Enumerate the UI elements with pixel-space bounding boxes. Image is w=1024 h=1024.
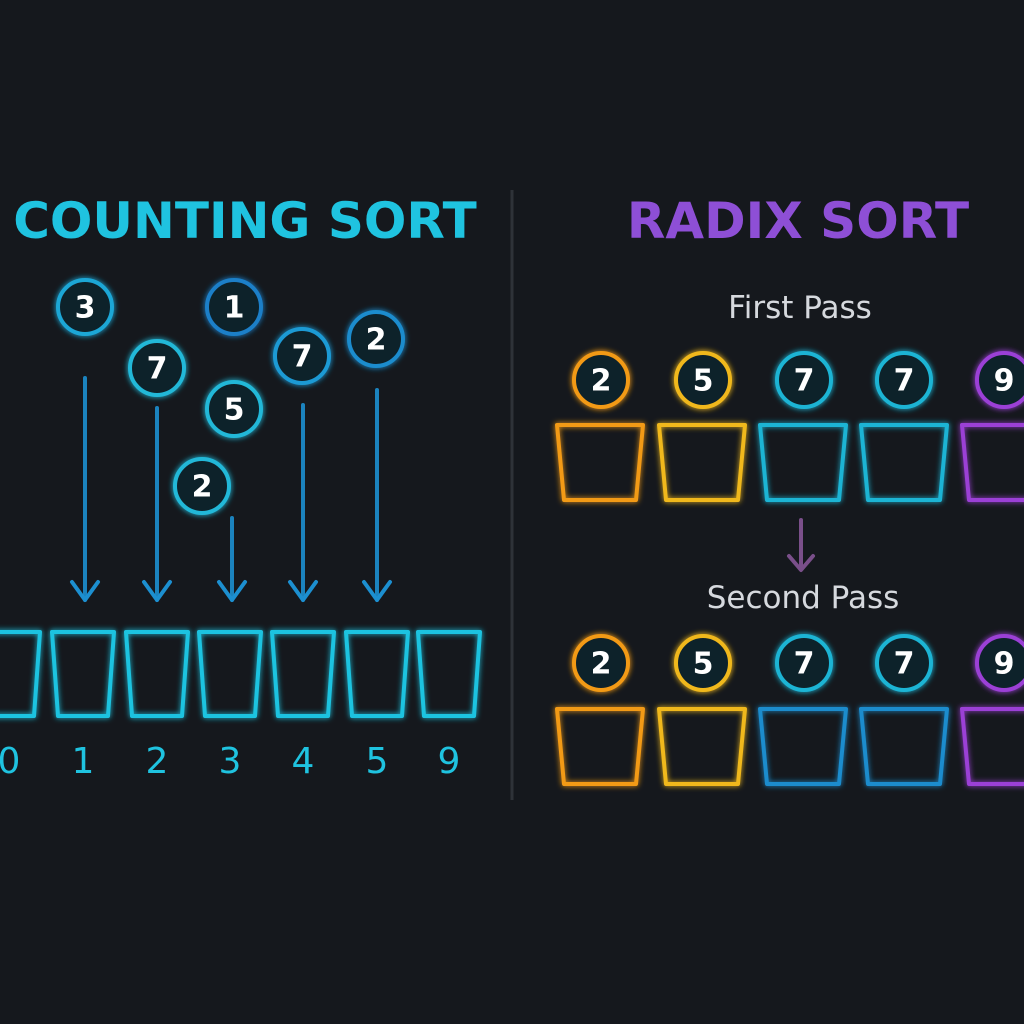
first-pass-bucket-3 [859,423,949,502]
counting-bucket-label-6: 9 [438,741,461,782]
counting-bucket-5 [344,630,410,718]
first-pass-bucket-1 [657,423,747,502]
second-pass-bucket-2 [758,707,848,786]
counting-bucket-0 [0,630,42,718]
counting-ball-6: 2 [347,310,405,368]
counting-bucket-3 [197,630,263,718]
second-pass-ball-3: 7 [875,634,933,692]
second-pass-ball-2: 7 [775,634,833,692]
radix-pass-arrowhead [787,554,815,572]
second-pass-ball-2-label: 7 [794,646,815,681]
counting-arrowhead-1 [142,580,172,602]
counting-sort-title: COUNTING SORT [13,192,477,250]
counting-ball-4: 2 [173,457,231,515]
first-pass-label: First Pass [728,290,872,326]
first-pass-bucket-2 [758,423,848,502]
counting-sort-panel: 3 7 1 5 2 7 2 0 1 2 3 4 5 9 [0,278,482,782]
first-pass-ball-4: 9 [975,351,1024,409]
counting-ball-6-label: 2 [366,322,387,357]
counting-bucket-label-2: 2 [146,741,169,782]
first-pass-bucket-4 [960,423,1024,502]
counting-arrowhead-2 [217,580,247,602]
counting-arrowhead-0 [70,580,100,602]
counting-arrowhead-3 [288,580,318,602]
counting-ball-0: 3 [56,278,114,336]
counting-bucket-label-4: 4 [292,741,315,782]
counting-bucket-6 [416,630,482,718]
first-pass-ball-0: 2 [572,351,630,409]
counting-ball-0-label: 3 [75,290,96,325]
second-pass-bucket-4 [960,707,1024,786]
counting-ball-3: 5 [205,380,263,438]
counting-ball-5: 7 [273,327,331,385]
counting-bucket-label-3: 3 [219,741,242,782]
counting-bucket-2 [124,630,190,718]
second-pass-bucket-3 [859,707,949,786]
counting-ball-2: 1 [205,278,263,336]
second-pass-ball-0: 2 [572,634,630,692]
first-pass-ball-0-label: 2 [591,363,612,398]
counting-arrowhead-4 [362,580,392,602]
second-pass-ball-3-label: 7 [894,646,915,681]
second-pass-label: Second Pass [707,580,900,616]
counting-ball-1-label: 7 [147,351,168,386]
first-pass-ball-1-label: 5 [693,363,714,398]
radix-sort-title: RADIX SORT [627,192,969,250]
second-pass-ball-4: 9 [975,634,1024,692]
counting-bucket-label-1: 1 [72,741,95,782]
second-pass-ball-4-label: 9 [994,646,1015,681]
counting-bucket-4 [270,630,336,718]
first-pass-ball-3: 7 [875,351,933,409]
counting-ball-2-label: 1 [224,290,245,325]
second-pass-ball-0-label: 2 [591,646,612,681]
counting-bucket-1 [50,630,116,718]
second-pass-ball-1: 5 [674,634,732,692]
first-pass-ball-2-label: 7 [794,363,815,398]
counting-bucket-label-5: 5 [366,741,389,782]
first-pass-ball-1: 5 [674,351,732,409]
first-pass-ball-4-label: 9 [994,363,1015,398]
second-pass-ball-1-label: 5 [693,646,714,681]
counting-bucket-label-0: 0 [0,741,20,782]
counting-ball-4-label: 2 [192,469,213,504]
counting-ball-1: 7 [128,339,186,397]
second-pass-bucket-1 [657,707,747,786]
first-pass-ball-2: 7 [775,351,833,409]
first-pass-bucket-0 [555,423,645,502]
counting-ball-3-label: 5 [224,392,245,427]
radix-sort-panel: 2 5 7 7 9 2 5 7 7 9 [555,351,1024,786]
second-pass-bucket-0 [555,707,645,786]
first-pass-ball-3-label: 7 [894,363,915,398]
counting-ball-5-label: 7 [292,339,313,374]
